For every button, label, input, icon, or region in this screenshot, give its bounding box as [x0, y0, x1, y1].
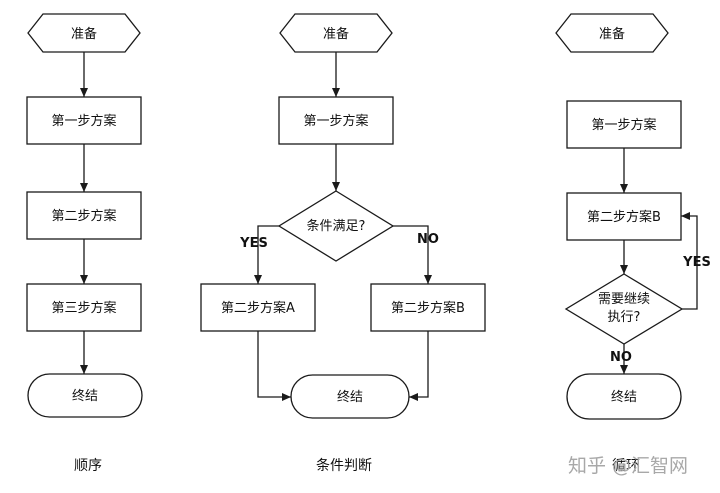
- cond-yes-label: YES: [239, 236, 268, 251]
- loop-end-node: [566, 373, 682, 420]
- seq-start-node: [27, 13, 141, 53]
- cond-end-label: 终结: [337, 389, 363, 405]
- cond-branch-b-label: 第二步方案B: [391, 300, 465, 316]
- cond-start-node: [279, 13, 393, 53]
- loop-step-1-label: 第一步方案: [591, 117, 656, 133]
- loop-yes-label: YES: [682, 255, 711, 270]
- loop-flowchart: 准备 第一步方案 第二步方案B 需要继续 执行? YES NO 终结 循环: [555, 13, 711, 474]
- seq-end-label: 终结: [72, 388, 98, 404]
- cond-no-label: NO: [417, 232, 439, 247]
- seq-step-3-box: [26, 283, 142, 332]
- cond-branch-a-label: 第二步方案A: [221, 300, 295, 316]
- loop-caption: 循环: [612, 458, 640, 474]
- loop-yes-arrow: [681, 212, 698, 310]
- cond-branch-a-box: [200, 283, 316, 332]
- loop-start-node: [555, 13, 669, 53]
- seq-step-3-label: 第三步方案: [51, 300, 116, 316]
- cond-branch-b-box: [370, 283, 486, 332]
- loop-step-2-label: 第二步方案B: [587, 209, 661, 225]
- seq-step-1-box: [26, 96, 142, 145]
- cond-decision-label: 条件满足?: [307, 218, 366, 234]
- condition-flowchart: 准备 第一步方案 条件满足? YES NO 第二步方案A 第二步方案B 终结 条…: [200, 13, 486, 474]
- cond-decision-node: [277, 190, 395, 262]
- sequence-flowchart: 准备 第一步方案 第二步方案 第三步方案 终结 顺序: [26, 13, 143, 474]
- cond-step-1-label: 第一步方案: [303, 113, 368, 129]
- cond-caption: 条件判断: [316, 457, 372, 474]
- cond-no-arrow: [393, 225, 432, 284]
- cond-merge-b-arrow: [409, 331, 429, 401]
- cond-start-label: 准备: [323, 26, 349, 42]
- seq-step-2-label: 第二步方案: [51, 208, 116, 224]
- loop-step-1-box: [566, 100, 682, 149]
- seq-step-2-box: [26, 191, 142, 240]
- loop-end-label: 终结: [611, 389, 637, 405]
- cond-yes-arrow: [254, 225, 279, 284]
- loop-decision-node: [564, 273, 684, 345]
- loop-no-label: NO: [610, 350, 632, 365]
- cond-end-node: [290, 374, 410, 419]
- seq-end-node: [27, 373, 143, 418]
- seq-step-1-label: 第一步方案: [51, 113, 116, 129]
- loop-step-2-box: [566, 192, 682, 241]
- watermark-text: 知乎 @汇智网: [568, 455, 688, 477]
- loop-decision-label-line1: 需要继续: [598, 292, 650, 307]
- seq-start-label: 准备: [71, 26, 97, 42]
- seq-caption: 顺序: [74, 458, 102, 474]
- loop-start-label: 准备: [599, 26, 625, 42]
- loop-decision-label-line2: 执行?: [608, 310, 641, 325]
- cond-merge-a-arrow: [257, 331, 291, 401]
